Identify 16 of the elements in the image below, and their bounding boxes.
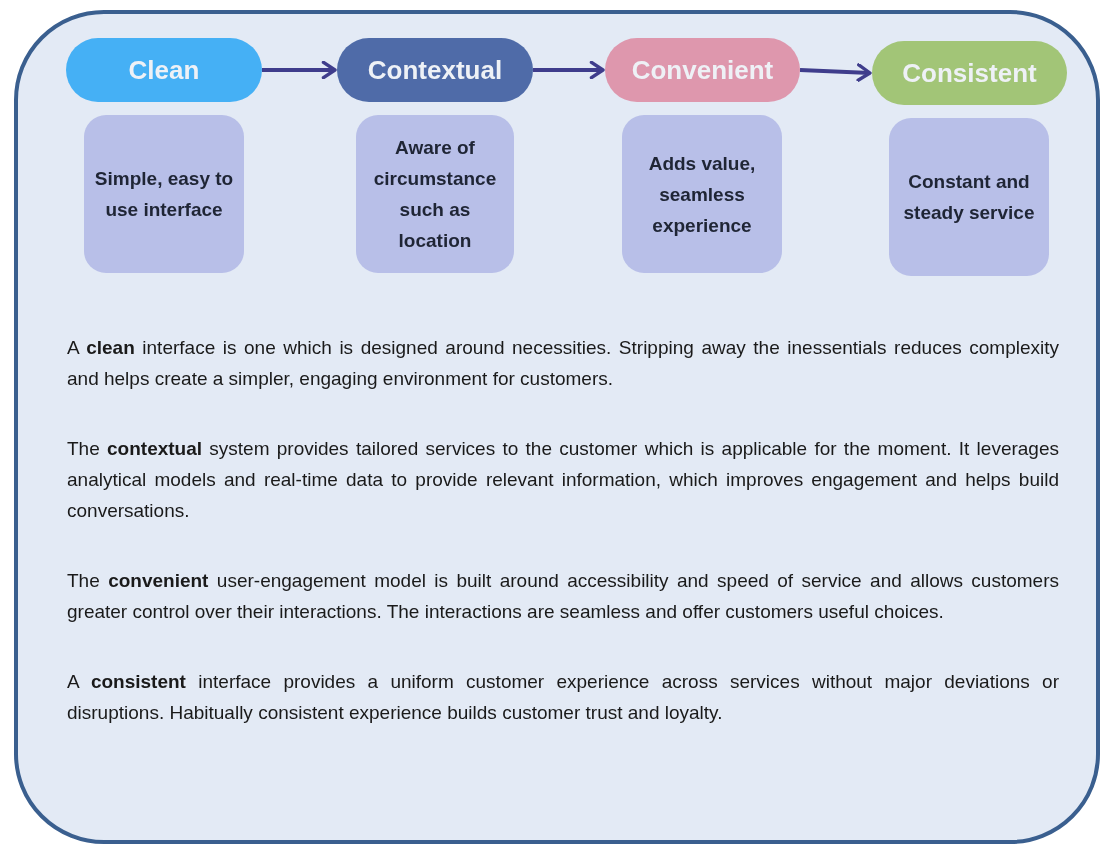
- paragraph: A consistent interface provides a uniform customer experience across services without major deviations or disruptions. Habitually consistent experience builds customer trust and loyalty.: [67, 670, 1059, 725]
- paragraph: A clean interface is one which is designed around necessities. Stripping away the inessentials reduces complexity and helps create a simpler, engaging environment for customers.: [67, 336, 1059, 391]
- description-box: Simple, easy to use interface: [84, 115, 244, 273]
- stage-pill: Convenient: [605, 38, 800, 102]
- arrow: [262, 60, 337, 80]
- arrow: [799, 63, 872, 82]
- arrow: [533, 60, 605, 80]
- stage-pill: Consistent: [872, 41, 1067, 105]
- paragraph: The contextual system provides tailored services to the customer which is applicable for the moment. It leverages analytical models and real-time data to provide relevant information, which improves engagement and helps build conversations.: [67, 437, 1059, 523]
- content-panel: [14, 10, 1100, 844]
- description-box: Constant and steady service: [889, 118, 1049, 276]
- stage-pill: Contextual: [337, 38, 533, 102]
- paragraph: The convenient user-engagement model is built around accessibility and speed of service and allows customers greater control over their interactions. The interactions are seamless and offer customers useful choices.: [67, 569, 1059, 624]
- stage-pill: Clean: [66, 38, 262, 102]
- description-box: Adds value, seamless experience: [622, 115, 782, 273]
- description-box: Aware of circumstance such as location: [356, 115, 514, 273]
